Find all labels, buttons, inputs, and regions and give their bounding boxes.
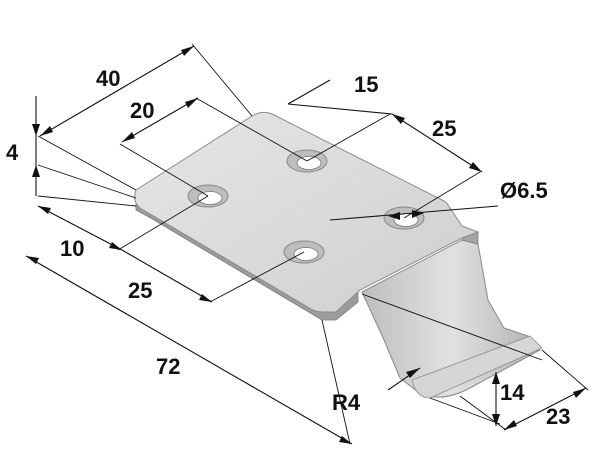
dim-thickness-4: 4 bbox=[6, 140, 19, 165]
dimension-lines bbox=[25, 45, 587, 445]
dim-hole-spacing-25-top: 25 bbox=[432, 116, 456, 141]
dimension-labels: 40 20 15 25 4 10 25 Ø6.5 72 R4 14 23 bbox=[6, 66, 570, 429]
dim-length-72: 72 bbox=[156, 354, 180, 379]
dim-edge-offset-10: 10 bbox=[60, 236, 84, 261]
dim-hole-spacing-20: 20 bbox=[130, 98, 154, 123]
dim-hole-spacing-25-left: 25 bbox=[128, 278, 152, 303]
dim-tab-height-14: 14 bbox=[500, 380, 525, 405]
dim-bend-radius: R4 bbox=[332, 390, 361, 415]
tab-lip bbox=[411, 335, 543, 399]
extension-lines bbox=[37, 43, 589, 445]
dim-hole-spacing-15: 15 bbox=[354, 72, 378, 97]
dim-tab-width-23: 23 bbox=[546, 404, 570, 429]
plate-top bbox=[134, 111, 480, 313]
plate-body bbox=[134, 111, 543, 399]
dim-width-40: 40 bbox=[96, 66, 120, 91]
dim-hole-diameter: Ø6.5 bbox=[500, 178, 548, 203]
